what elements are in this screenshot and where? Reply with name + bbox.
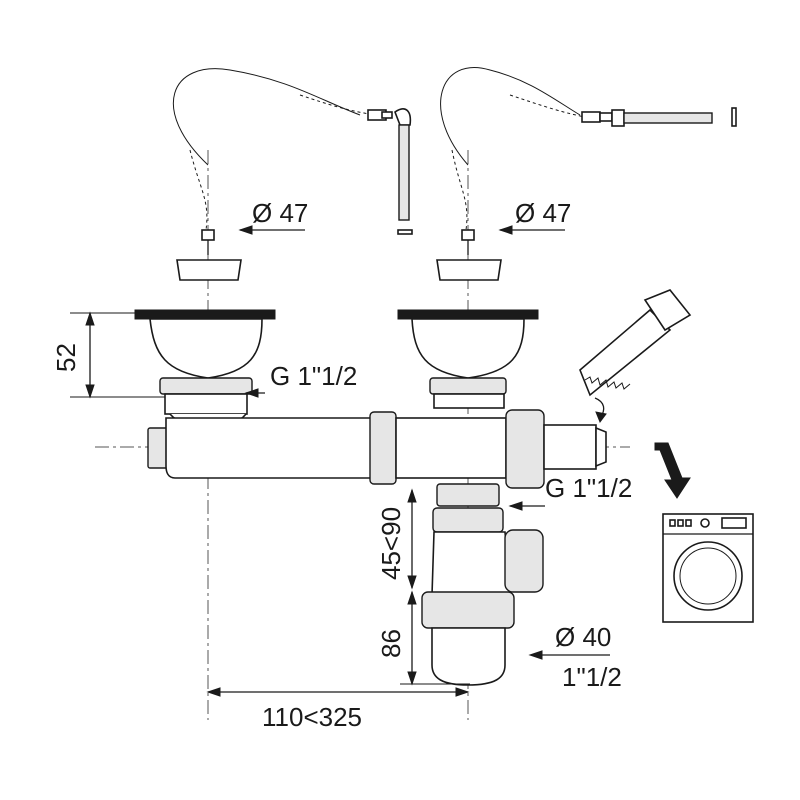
trap-height-label: 86 (376, 629, 406, 658)
left-chain-stopper-icon (172, 68, 393, 281)
washing-machine-icon (662, 513, 754, 623)
arrow-down-icon (654, 442, 691, 499)
horizontal-waste-pipe (147, 409, 607, 489)
trap-adjust-label: 45<90 (376, 507, 406, 580)
left-basket-strainer (134, 309, 276, 429)
stopper-dia-right-label: Ø 47 (515, 198, 571, 228)
outlet-thread-top-label: G 1"1/2 (270, 361, 357, 391)
dimension-lines (70, 311, 610, 697)
outlet-dia-label: Ø 40 (555, 622, 611, 652)
basket-height-label: 52 (51, 343, 81, 372)
right-basket-strainer (397, 309, 539, 409)
outlet-thread-mid-label: G 1"1/2 (545, 473, 632, 503)
saw-icon (579, 289, 692, 424)
right-overflow-rod-icon (611, 107, 737, 127)
stopper-dia-dims (238, 225, 565, 235)
bottle-trap (421, 483, 544, 686)
left-overflow-rod-icon (394, 108, 413, 235)
outlet-thread-bottom-label: 1"1/2 (562, 662, 622, 692)
right-chain-stopper-icon (436, 67, 613, 281)
center-distance-label: 110<325 (262, 702, 362, 732)
stopper-dia-left-label: Ø 47 (252, 198, 308, 228)
